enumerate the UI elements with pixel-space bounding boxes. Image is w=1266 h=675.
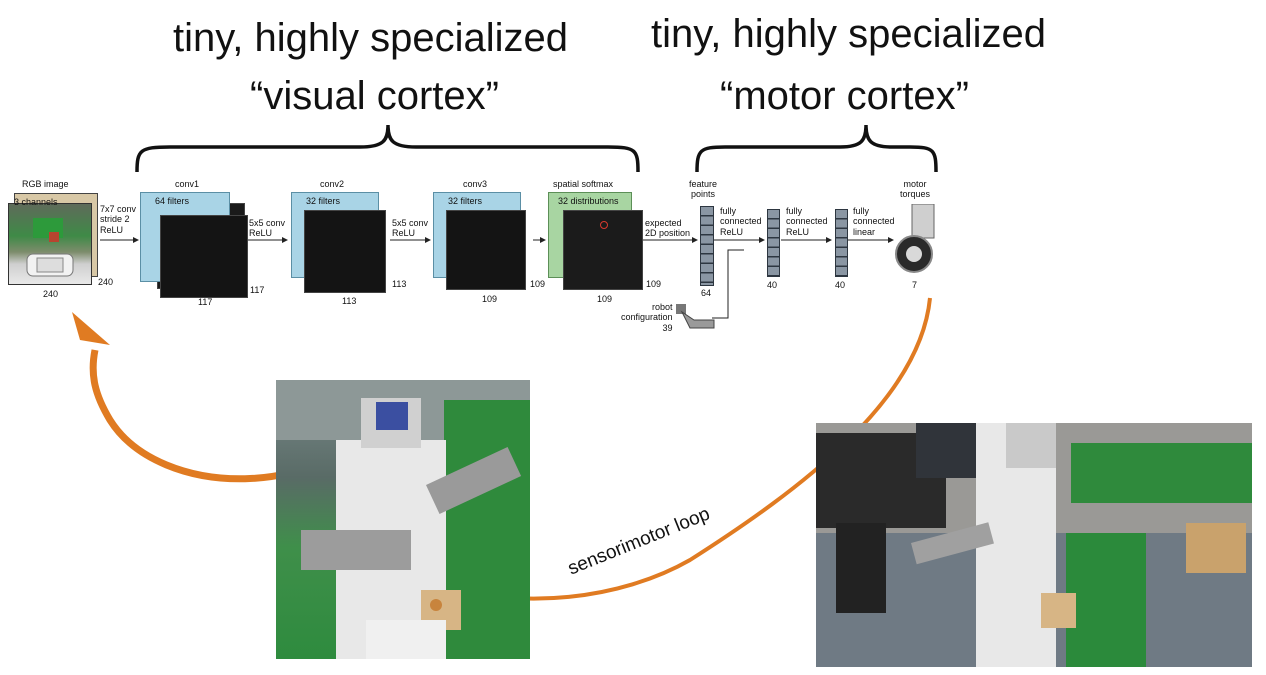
fc1-column bbox=[767, 209, 780, 277]
motor-cortex-heading-line1: tiny, highly specialized bbox=[651, 12, 1047, 56]
conv2-height: 113 bbox=[392, 279, 407, 289]
motor-cortex-heading-line2: “motor cortex” bbox=[720, 74, 969, 118]
rgb-image-title: RGB image bbox=[22, 179, 69, 189]
conv3-title: conv3 bbox=[463, 179, 488, 189]
conv1-featuremap bbox=[160, 215, 248, 298]
op-conv2-label: 5x5 conv ReLU bbox=[249, 218, 286, 239]
conv1-height: 117 bbox=[250, 285, 265, 295]
fc1-count: 40 bbox=[767, 280, 778, 290]
expected-position-label: expected 2D position bbox=[645, 218, 691, 239]
robot-photo-closeup bbox=[276, 380, 530, 659]
conv3-featuremap bbox=[446, 210, 526, 290]
conv2-featuremap bbox=[304, 210, 386, 293]
conv3-width: 109 bbox=[482, 294, 498, 304]
conv2-title: conv2 bbox=[320, 179, 345, 189]
fc2-count: 40 bbox=[835, 280, 846, 290]
rgb-width: 240 bbox=[43, 289, 59, 299]
op-conv3-label: 5x5 conv ReLU bbox=[392, 218, 429, 239]
feature-points-column bbox=[700, 206, 714, 286]
motor-gear-icon bbox=[895, 204, 935, 273]
conv1-width: 117 bbox=[198, 297, 213, 307]
rgb-channels-label: 3 channels bbox=[14, 197, 58, 207]
softmax-distributions: 32 distributions bbox=[558, 196, 619, 206]
motor-cortex-brace bbox=[695, 124, 938, 173]
conv3-height: 109 bbox=[530, 279, 546, 289]
rgb-height: 240 bbox=[98, 277, 114, 287]
op-conv1-label: 7x7 conv stride 2 ReLU bbox=[100, 204, 137, 235]
fc1-label: fully connected ReLU bbox=[720, 206, 762, 237]
conv3-filters: 32 filters bbox=[448, 196, 483, 206]
softmax-height: 109 bbox=[646, 279, 662, 289]
motor-torques-count: 7 bbox=[912, 280, 918, 290]
robot-photo-lab bbox=[816, 423, 1252, 667]
softmax-width: 109 bbox=[597, 294, 613, 304]
fc3-label: fully connected linear bbox=[853, 206, 895, 237]
conv1-title: conv1 bbox=[175, 179, 200, 189]
robot-configuration-label: robot configuration 39 bbox=[621, 302, 673, 333]
conv2-filters: 32 filters bbox=[306, 196, 341, 206]
fc2-column bbox=[835, 209, 848, 277]
softmax-peak-icon bbox=[600, 221, 608, 229]
visual-cortex-brace bbox=[135, 124, 640, 173]
feature-points-title: feature points bbox=[689, 179, 718, 200]
conv2-width: 113 bbox=[342, 296, 357, 306]
feature-points-count: 64 bbox=[701, 288, 712, 298]
spatial-softmax-title: spatial softmax bbox=[553, 179, 614, 189]
fc2-label: fully connected ReLU bbox=[786, 206, 828, 237]
rgb-image-front bbox=[8, 203, 92, 285]
robot-arm-icon bbox=[676, 304, 715, 329]
visual-cortex-heading-line1: tiny, highly specialized bbox=[173, 16, 569, 60]
visual-cortex-heading-line2: “visual cortex” bbox=[250, 74, 499, 118]
rgb-robot-thumbnail bbox=[26, 218, 74, 277]
conv1-filters: 64 filters bbox=[155, 196, 190, 206]
motor-torques-title: motor torques bbox=[900, 179, 931, 200]
